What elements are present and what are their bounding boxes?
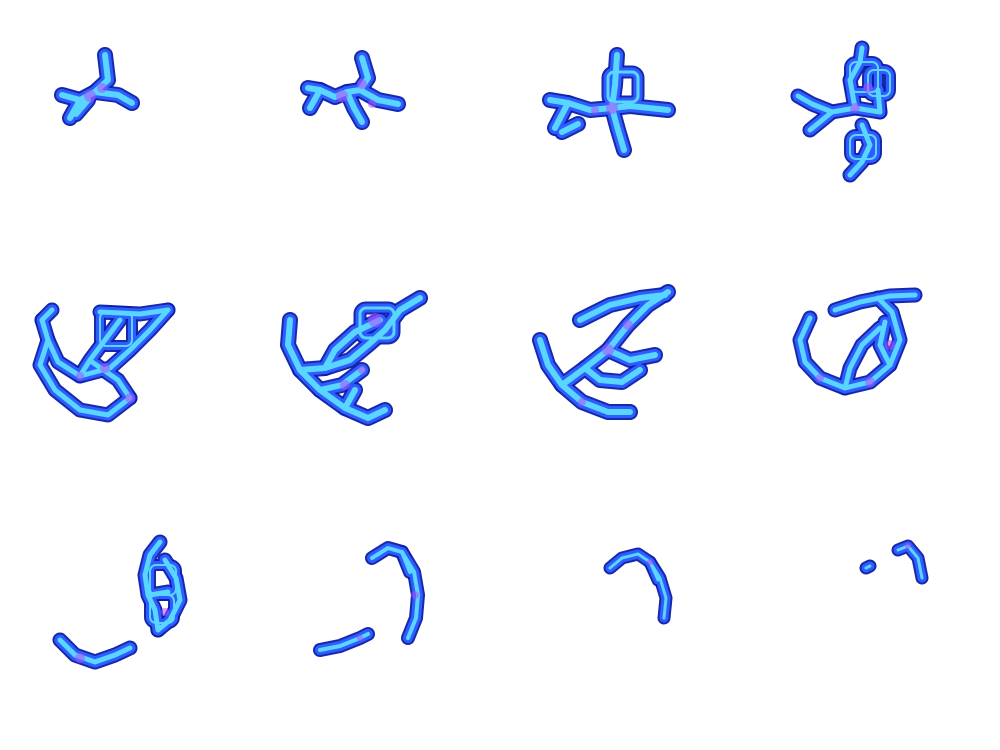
energy-highlight bbox=[602, 344, 614, 356]
energy-sprite bbox=[790, 40, 896, 183]
energy-strand bbox=[92, 89, 135, 106]
energy-loop bbox=[849, 61, 879, 93]
energy-strand bbox=[39, 307, 55, 323]
energy-strand bbox=[877, 319, 893, 368]
energy-highlight bbox=[84, 90, 96, 102]
energy-highlight bbox=[411, 591, 419, 599]
frame-3-cross-with-loop bbox=[500, 0, 750, 250]
energy-strand bbox=[552, 100, 571, 131]
energy-highlight bbox=[75, 653, 85, 663]
energy-strand bbox=[797, 295, 903, 391]
energy-strand bbox=[305, 85, 363, 100]
energy-sprite bbox=[603, 547, 673, 625]
energy-sprite bbox=[532, 284, 676, 420]
frame-2-burst-grow bbox=[250, 0, 500, 250]
energy-sprite bbox=[542, 47, 676, 158]
energy-strand bbox=[896, 544, 924, 580]
energy-strand bbox=[73, 97, 91, 117]
energy-strand bbox=[342, 387, 358, 411]
energy-sprite bbox=[280, 290, 428, 426]
energy-strand bbox=[57, 637, 133, 665]
energy-strand bbox=[577, 292, 668, 323]
energy-highlight bbox=[357, 79, 367, 89]
energy-highlight bbox=[368, 100, 376, 108]
energy-strand bbox=[847, 45, 865, 111]
frame-10-arc-fade bbox=[250, 500, 500, 750]
energy-highlight bbox=[647, 559, 653, 565]
energy-strand bbox=[322, 317, 383, 371]
energy-highlight bbox=[905, 543, 911, 549]
energy-highlight bbox=[336, 90, 348, 102]
energy-sprite bbox=[300, 50, 406, 130]
energy-strand bbox=[307, 87, 323, 111]
energy-highlight bbox=[97, 83, 107, 93]
frame-8-ring-break bbox=[750, 250, 1000, 500]
energy-sprite bbox=[859, 539, 929, 585]
energy-strand bbox=[609, 52, 620, 111]
energy-sprite bbox=[52, 534, 188, 670]
energy-strand bbox=[537, 337, 633, 415]
energy-strand bbox=[318, 632, 370, 652]
energy-strand bbox=[609, 105, 627, 153]
energy-highlight bbox=[885, 340, 895, 350]
energy-strand bbox=[807, 109, 835, 133]
energy-strand bbox=[77, 317, 123, 379]
energy-strand bbox=[357, 87, 401, 107]
energy-strand bbox=[559, 121, 581, 135]
energy-sprite bbox=[32, 302, 176, 423]
energy-strand bbox=[142, 539, 163, 633]
energy-loop bbox=[849, 134, 877, 160]
energy-strand bbox=[37, 337, 133, 418]
energy-highlight bbox=[358, 366, 366, 374]
energy-highlight bbox=[606, 102, 618, 114]
frame-5-web-expand bbox=[0, 250, 250, 500]
energy-strand bbox=[59, 92, 83, 103]
frame-1-burst-start bbox=[0, 0, 250, 250]
energy-highlight bbox=[357, 635, 363, 641]
energy-strand bbox=[400, 550, 412, 574]
energy-strand bbox=[842, 325, 883, 391]
frame-6-arc-swirl bbox=[250, 250, 500, 500]
energy-highlight bbox=[863, 83, 873, 93]
energy-strand bbox=[648, 560, 660, 582]
energy-highlight bbox=[850, 103, 860, 113]
energy-highlight bbox=[125, 393, 135, 403]
energy-strand bbox=[559, 289, 671, 388]
energy-highlight bbox=[340, 380, 350, 390]
energy-highlight bbox=[76, 372, 84, 380]
energy-strand bbox=[39, 307, 171, 379]
frame-9-hook-fade bbox=[0, 500, 250, 750]
energy-sprite bbox=[792, 287, 923, 396]
frame-11-small-arc bbox=[500, 500, 750, 750]
energy-loop bbox=[99, 311, 133, 347]
energy-loop bbox=[149, 594, 175, 624]
energy-strand bbox=[605, 347, 658, 363]
energy-strand bbox=[832, 292, 918, 313]
energy-highlight bbox=[161, 608, 169, 616]
frame-12-dissipate bbox=[750, 500, 1000, 750]
energy-highlight bbox=[623, 320, 633, 330]
energy-strand bbox=[370, 546, 420, 640]
energy-highlight bbox=[816, 374, 824, 382]
energy-highlight bbox=[368, 313, 382, 327]
energy-highlight bbox=[100, 363, 110, 373]
energy-loop bbox=[358, 306, 396, 340]
energy-sprite bbox=[54, 47, 140, 126]
energy-strand bbox=[344, 89, 365, 125]
energy-strand bbox=[582, 365, 643, 385]
energy-strand bbox=[864, 564, 872, 570]
energy-highlight bbox=[578, 398, 586, 406]
energy-sprite bbox=[313, 541, 425, 657]
energy-strand bbox=[875, 87, 883, 115]
frame-7-arc-swirl-wide bbox=[500, 250, 750, 500]
energy-loop bbox=[606, 70, 640, 104]
frame-4-cross-with-loops bbox=[750, 0, 1000, 250]
energy-highlight bbox=[865, 377, 875, 387]
energy-highlight bbox=[591, 106, 599, 114]
